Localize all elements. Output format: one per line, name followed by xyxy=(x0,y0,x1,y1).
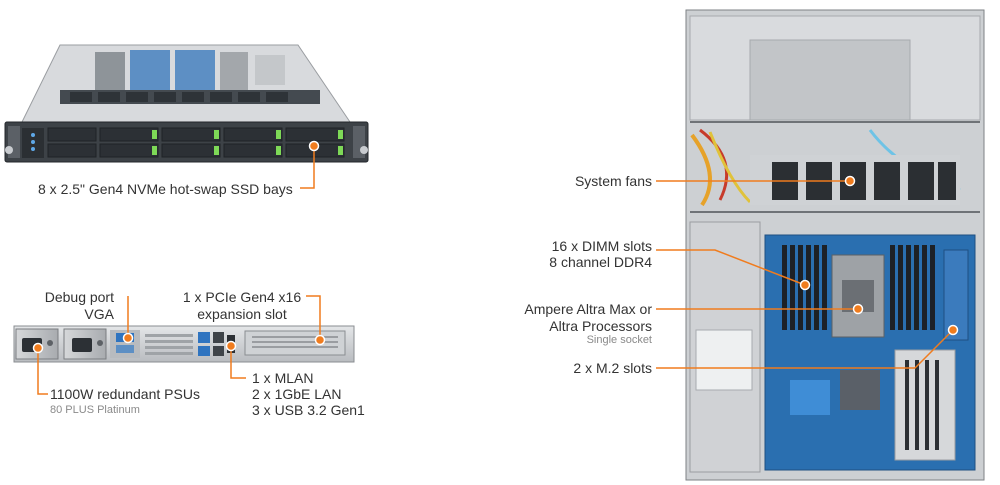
top-view-image xyxy=(685,9,985,481)
psu-sublabel: 80 PLUS Platinum xyxy=(50,404,140,416)
front-server-image xyxy=(4,44,369,163)
system-fans-label: System fans xyxy=(574,173,652,189)
cpu-sublabel: Single socket xyxy=(586,334,652,346)
m2-label: 2 x M.2 slots xyxy=(573,360,652,376)
ssd-bays xyxy=(47,127,345,158)
mlan-label: 1 x MLAN xyxy=(252,370,314,386)
psu-label: 1100W redundant PSUs xyxy=(50,386,200,402)
usb-label: 3 x USB 3.2 Gen1 xyxy=(252,402,365,418)
pcie-label: 1 x PCIe Gen4 x16 xyxy=(182,289,302,305)
cpu-label-2: Altra Processors xyxy=(549,318,652,334)
rear-server-image xyxy=(13,325,355,363)
cpu-label: Ampere Altra Max or xyxy=(524,301,652,317)
debug-port-label: Debug port xyxy=(44,289,114,305)
pcie-sublabel: expansion slot xyxy=(197,306,287,322)
vga-label: VGA xyxy=(84,306,114,322)
dimm-label: 16 x DIMM slots xyxy=(551,238,652,254)
ddr4-label: 8 channel DDR4 xyxy=(549,254,652,270)
ssd-bays-label: 8 x 2.5" Gen4 NVMe hot-swap SSD bays xyxy=(38,181,293,197)
lan-label: 2 x 1GbE LAN xyxy=(252,386,342,402)
